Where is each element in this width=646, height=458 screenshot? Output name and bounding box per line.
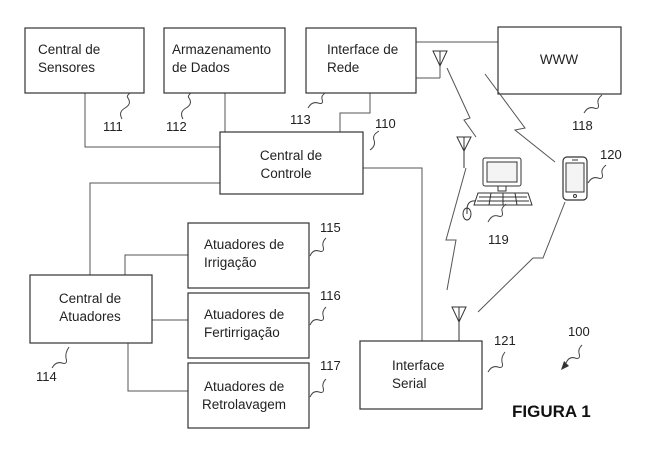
data-storage-box: Armazenamento de Dados (163, 27, 286, 94)
ref-121: 121 (494, 333, 516, 348)
ref-118: 118 (572, 118, 593, 133)
antenna-icon (456, 136, 472, 168)
backwash-actuators-label-line2: Retrolavagem (202, 397, 286, 412)
reference-numerals: 111 112 113 110 118 115 116 117 114 121 … (36, 92, 622, 398)
wireless-link-computer-serial (445, 167, 467, 291)
irrigation-actuators-box: Atuadores de Irrigação (187, 222, 310, 289)
sensor-hub-box: Central de Sensores (24, 27, 145, 94)
sensor-hub-label-line1: Central de (38, 42, 100, 57)
serial-interface-box: Interface Serial (359, 340, 483, 410)
wire-network-control (339, 93, 371, 132)
wireless-link-smartphone-serial (477, 201, 566, 313)
ref-100: 100 (568, 324, 590, 339)
backwash-actuators-label-line1: Atuadores de (204, 379, 284, 394)
www-box: WWW (497, 26, 622, 95)
ref-119: 119 (488, 232, 509, 247)
smartphone-icon (562, 156, 588, 201)
wire-control-actuators (89, 182, 220, 275)
ref-116: 116 (320, 288, 341, 303)
network-interface-box: Interface de Rede (305, 27, 417, 94)
actuator-hub-label-line2: Atuadores (59, 309, 121, 324)
data-storage-label-line1: Armazenamento (172, 42, 271, 57)
network-interface-label-line1: Interface de (327, 42, 398, 57)
fertigation-actuators-box: Atuadores de Fertirrigação (187, 292, 310, 359)
wire-actuators-backwash (127, 343, 188, 392)
control-hub-label-line1: Central de (260, 148, 322, 163)
wireless-link-www-antenna-computer (446, 67, 477, 138)
irrigation-actuators-label-line1: Atuadores de (204, 237, 284, 252)
antenna-icon (451, 306, 467, 341)
wire-control-serial (363, 167, 423, 341)
ref-113: 113 (290, 112, 311, 127)
control-hub-box: Central de Controle (219, 131, 364, 195)
figure-label: FIGURA 1 (512, 402, 591, 421)
wire-actuators-irrigation (124, 254, 188, 275)
actuator-hub-box: Central de Atuadores (29, 274, 153, 344)
wireless-links (445, 67, 566, 313)
fertigation-actuators-label-line2: Fertirrigação (204, 325, 280, 340)
network-interface-label-line2: Rede (327, 60, 359, 75)
actuator-hub-label-line1: Central de (59, 291, 121, 306)
ref-115: 115 (320, 220, 341, 235)
ref-117: 117 (320, 358, 341, 373)
control-hub-label-line2: Controle (260, 166, 311, 181)
wire-sensors-control (84, 93, 220, 148)
data-storage-label-line2: de Dados (172, 60, 230, 75)
sensor-hub-label-line2: Sensores (38, 60, 95, 75)
fertigation-actuators-label-line1: Atuadores de (204, 307, 284, 322)
ref-110: 110 (375, 116, 396, 131)
wireless-link-www-antenna-smartphone (484, 73, 556, 163)
www-label: WWW (540, 52, 578, 67)
ref-120: 120 (600, 147, 622, 162)
serial-interface-label-line1: Interface (392, 358, 445, 373)
irrigation-actuators-label-line2: Irrigação (204, 255, 257, 270)
antenna-icon (432, 50, 448, 78)
ref-112: 112 (166, 119, 187, 134)
desktop-computer-icon (462, 157, 533, 221)
backwash-actuators-box: Atuadores de Retrolavagem (187, 362, 310, 429)
connection-wires (84, 41, 498, 392)
serial-interface-label-line2: Serial (392, 376, 427, 391)
ref-111: 111 (103, 119, 123, 134)
ref-114: 114 (36, 369, 57, 384)
